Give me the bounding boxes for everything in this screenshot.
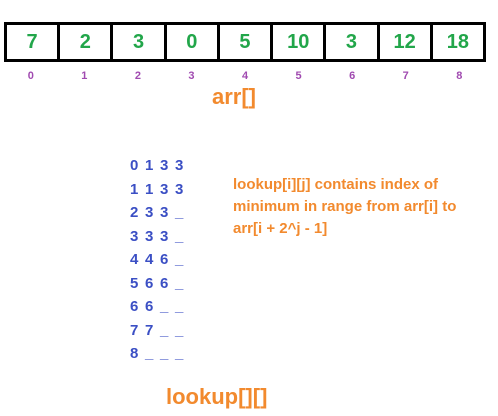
array-cells: 7 2 3 0 5 10 3 12 18	[4, 22, 486, 62]
lookup-cell: _	[145, 345, 154, 362]
lookup-cell: 3	[160, 204, 169, 221]
lookup-cell: _	[175, 227, 184, 245]
lookup-cell: 8	[130, 345, 139, 362]
array-cell: 3	[113, 25, 167, 59]
lookup-cell: 1	[130, 180, 139, 198]
lookup-cell: 6	[160, 251, 169, 268]
array-indices: 0 1 2 3 4 5 6 7 8	[4, 70, 486, 84]
lookup-cell: _	[160, 345, 169, 362]
array-index: 2	[134, 70, 141, 82]
array-index: 7	[402, 70, 409, 82]
array-cell: 2	[60, 25, 114, 59]
lookup-cell: _	[175, 204, 184, 221]
lookup-cell: _	[160, 321, 169, 339]
array-cell: 7	[7, 25, 61, 59]
lookup-cell: 3	[130, 227, 139, 245]
lookup-cell: _	[175, 321, 184, 339]
array-index: 5	[295, 70, 302, 82]
lookup-cell: 3	[145, 204, 154, 221]
lookup-cell: 7	[130, 321, 139, 339]
lookup-cell: 6	[160, 274, 169, 292]
lookup-cell: 3	[145, 227, 154, 245]
description-line: minimum in range from arr[i] to	[233, 198, 457, 215]
array-index: 8	[456, 70, 463, 82]
lookup-cell: _	[175, 298, 184, 315]
lookup-cell: 5	[130, 274, 139, 292]
lookup-cell: 0	[130, 157, 139, 174]
lookup-cell: _	[175, 251, 184, 268]
array-index: 0	[27, 70, 34, 82]
description-line: lookup[i][j] contains index of	[233, 176, 438, 193]
lookup-cell: 3	[160, 157, 169, 174]
lookup-cell: 7	[145, 321, 154, 339]
lookup-cell: 3	[160, 227, 169, 245]
array-cell: 18	[446, 30, 469, 53]
lookup-cell: 6	[130, 298, 139, 315]
lookup-cell: 3	[175, 180, 184, 198]
lookup-cell: 1	[145, 157, 154, 174]
lookup-cell: 1	[145, 180, 154, 198]
array-index: 1	[81, 70, 88, 82]
array-cell: 0	[167, 25, 220, 59]
lookup-description: lookup[i][j] contains index of minimum i…	[233, 174, 493, 240]
lookup-cell: 4	[145, 251, 154, 268]
lookup-row: 8 _ _ _	[130, 342, 190, 366]
array-cell: 3	[326, 25, 380, 59]
array-index: 6	[349, 70, 356, 82]
array-cell: 12	[380, 25, 433, 59]
lookup-cell: _	[175, 274, 184, 292]
lookup-cell: 2	[130, 204, 139, 221]
lookup-label: lookup[][]	[166, 384, 268, 409]
array-index: 4	[241, 70, 249, 82]
lookup-cell: 6	[145, 274, 154, 292]
lookup-cell: _	[160, 298, 169, 315]
lookup-cell: 3	[160, 180, 169, 198]
lookup-cell: _	[175, 345, 184, 362]
lookup-cell: 4	[130, 251, 139, 268]
lookup-cell: 3	[175, 157, 184, 174]
array-cell: 10	[273, 25, 327, 59]
array-label: arr[]	[212, 84, 257, 109]
lookup-cell: 6	[145, 298, 154, 315]
array-cell: 5	[220, 25, 274, 59]
description-line: arr[i + 2^j - 1]	[233, 220, 328, 237]
array-index: 3	[188, 70, 195, 82]
